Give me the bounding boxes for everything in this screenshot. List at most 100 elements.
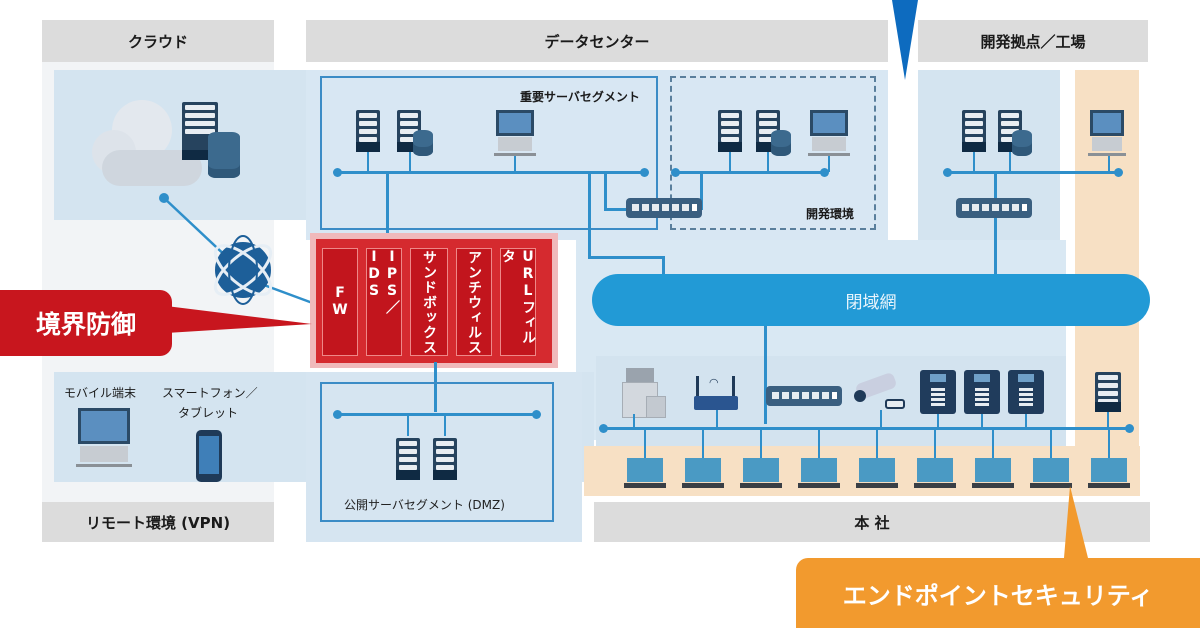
tablet-label: タブレット [178,406,239,420]
multifunction-printer-icon [622,368,666,418]
mobile-laptop-icon [76,408,132,468]
link-to-dev-switch [604,172,607,210]
bus-end-dot [333,410,342,419]
drop-line [934,428,936,460]
perimeter-url-filter: URLフィルタ [500,248,536,356]
dev-site-bus [948,171,1120,174]
laptop-icon [914,458,956,490]
laptop-icon [798,458,840,490]
workstation-icon [1088,110,1126,158]
trunk-to-hq [764,326,767,424]
link-to-dev-switch [700,172,703,210]
drop-line [973,152,975,172]
drop-line [1107,412,1109,428]
drop-line [716,410,718,428]
link-to-dev-switch [604,208,628,211]
trunk-to-closed-network [662,256,665,276]
security-camera-icon [854,373,905,409]
laptop-icon [1088,458,1130,490]
bus-end-dot [640,168,649,177]
bus-end-dot [333,168,342,177]
header-cloud: クラウド [42,20,274,62]
bus-end-dot [820,168,829,177]
drop-line [367,152,369,172]
smartphone-icon [196,430,222,482]
dev-site-switch-icon [956,198,1032,218]
server-icon [356,110,380,152]
endpoint-callout-pointer [1064,486,1088,558]
cloud-database-icon [208,132,240,178]
database-icon [771,130,791,156]
wifi-router-icon: ◠ [694,376,738,412]
drop-line [407,414,409,436]
header-datacenter: データセンター [306,20,888,62]
bus-end-dot [532,410,541,419]
database-icon [413,130,433,156]
drop-line [729,152,731,172]
drop-line [992,428,994,460]
drop-line [1025,414,1027,428]
hq-bus [604,427,1130,430]
trunk-to-closed-network [588,172,591,258]
trunk-to-closed-network [994,172,997,276]
cloud-icon [92,100,212,188]
ip-phone-icon [964,370,1000,414]
dev-env-segment [670,76,876,230]
drop-line [876,428,878,460]
header-dev-site: 開発拠点／工場 [918,20,1148,62]
laptop-icon [682,458,724,490]
perimeter-sandbox: サンドボックス [410,248,448,356]
drop-line [633,414,635,428]
drop-line [644,428,646,460]
laptop-icon [856,458,898,490]
drop-line [828,156,830,172]
perimeter-ips-ids: IPS／IDS [366,248,402,356]
critical-server-segment-label: 重要サーバセグメント [520,90,640,104]
dev-env-bus [676,171,826,174]
smartphone-label: スマートフォン／ [162,386,258,400]
drop-line [818,428,820,460]
ip-phone-icon [920,370,956,414]
endpoint-security-callout: エンドポイントセキュリティ [796,558,1200,628]
closed-network-bar: 閉域網 [592,274,1150,326]
critical-server-segment [320,76,658,230]
bus-end-dot [599,424,608,433]
drop-line [880,410,882,428]
database-icon [1012,130,1032,156]
bus-end-dot [671,168,680,177]
server-icon [962,110,986,152]
workstation-icon [808,110,850,158]
dmz-bus [338,413,538,416]
perimeter-fw: FW [322,248,358,356]
trunk-to-firewall [386,172,389,236]
pointer-triangle-icon [892,0,918,80]
server-icon [718,110,742,152]
server-icon [1095,372,1121,412]
drop-line [937,414,939,428]
ip-phone-icon [1008,370,1044,414]
internet-globe-icon [213,235,273,305]
trunk-to-dmz [434,362,437,412]
bus-end-dot [1114,168,1123,177]
dmz-segment [320,382,554,522]
drop-line [702,428,704,460]
critical-segment-bus [338,171,646,174]
laptop-icon [740,458,782,490]
drop-line [981,414,983,428]
cloud-server-icon [182,102,218,160]
bus-end-dot [943,168,952,177]
header-headquarters: 本 社 [594,502,1150,542]
hq-switch-icon [766,386,842,406]
drop-line [444,414,446,436]
laptop-icon [624,458,666,490]
drop-line [514,156,516,172]
laptop-icon [972,458,1014,490]
dmz-segment-label: 公開サーバセグメント (DMZ) [344,498,505,512]
datacenter-zone [306,70,888,240]
mobile-device-label: モバイル端末 [64,386,137,400]
workstation-icon [494,110,536,158]
perimeter-defense-callout: 境界防御 [0,290,172,356]
server-icon [433,438,457,480]
drop-line [1050,428,1052,460]
drop-line [409,152,411,172]
